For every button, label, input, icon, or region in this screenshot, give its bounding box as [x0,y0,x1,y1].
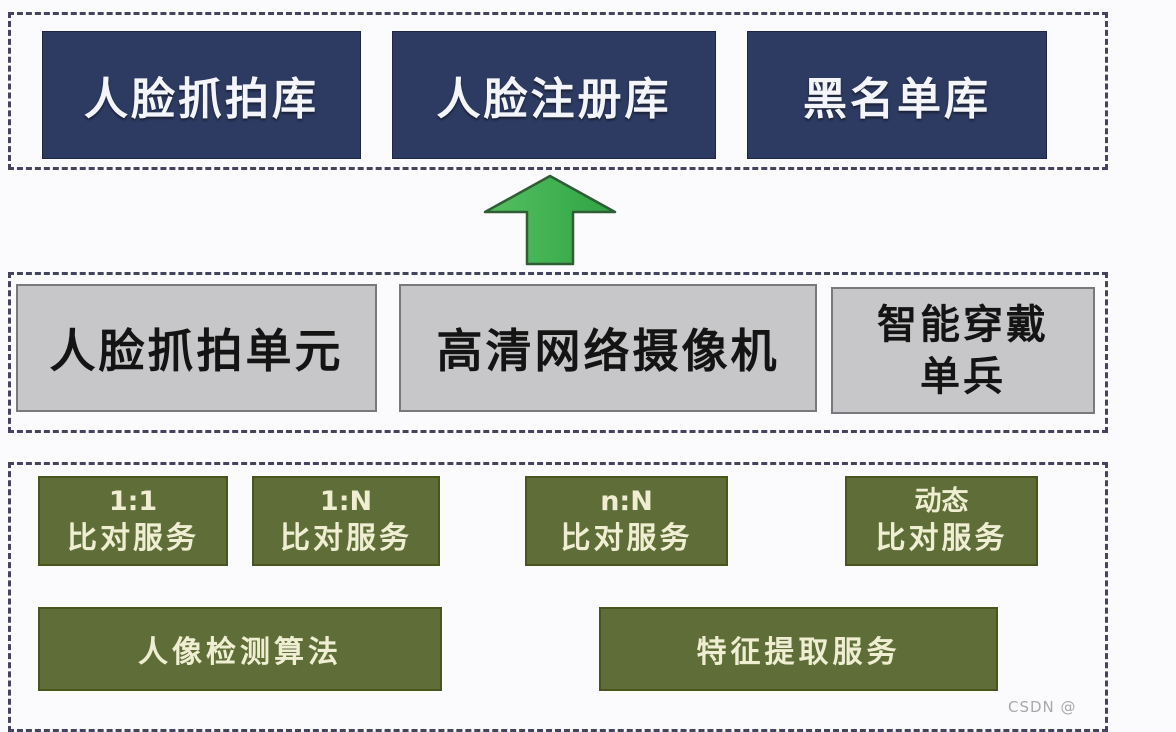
node-label-line1: 动态 [914,485,969,517]
node-label-line1: 1:N [319,485,373,517]
node-label: 人脸抓拍单元 [49,324,344,378]
node-label: 特征提取服务 [696,635,901,670]
node-label: 人像检测算法 [138,635,342,670]
node-portrait-detection: 人像检测算法 [38,607,442,691]
node-label-line2: 比对服务 [560,521,693,557]
node-label: 黑名单库 [803,74,991,125]
node-label: 人脸抓拍库 [84,74,319,125]
node-service-1-n: 1:N 比对服务 [252,476,440,566]
node-label-line1: 智能穿戴 [877,301,1049,348]
node-label-line1: n:N [600,485,653,517]
node-label-line1: 1:1 [108,485,158,517]
node-label: 人脸注册库 [436,74,672,125]
csdn-watermark: CSDN @ [1008,698,1077,716]
node-service-1-1: 1:1 比对服务 [38,476,228,566]
node-smart-wearable: 智能穿戴 单兵 [831,287,1095,414]
node-face-capture-unit: 人脸抓拍单元 [16,284,377,412]
database-layer-frame [8,12,1108,170]
node-blacklist-db: 黑名单库 [747,31,1047,159]
device-layer-frame [8,272,1108,433]
node-hd-network-camera: 高清网络摄像机 [399,284,817,412]
node-feature-extraction: 特征提取服务 [599,607,998,691]
node-label-line2: 比对服务 [280,521,412,557]
node-face-capture-db: 人脸抓拍库 [42,31,361,159]
node-label-line2: 比对服务 [67,521,199,557]
up-arrow-icon [483,174,617,266]
node-label-line2: 单兵 [920,353,1006,400]
node-service-n-n: n:N 比对服务 [525,476,728,566]
node-face-register-db: 人脸注册库 [392,31,716,159]
node-service-dynamic: 动态 比对服务 [845,476,1038,566]
node-label: 高清网络摄像机 [436,324,780,378]
node-label-line2: 比对服务 [875,521,1008,557]
